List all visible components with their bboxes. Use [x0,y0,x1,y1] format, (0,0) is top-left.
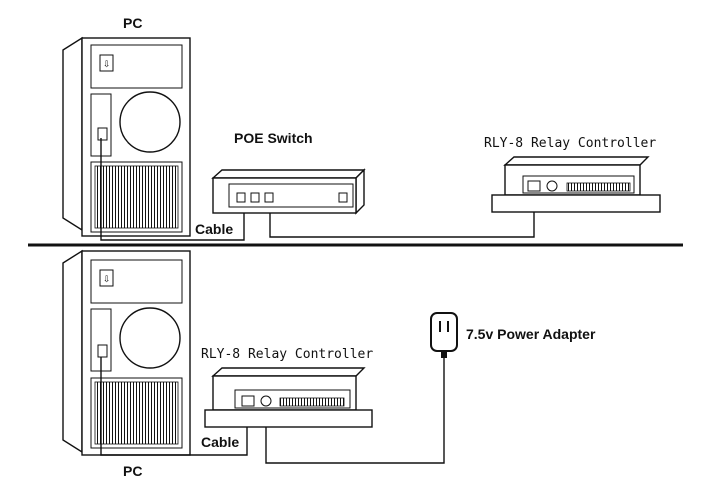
svg-text:⇩: ⇩ [103,275,111,285]
top-pc-label: PC [123,15,142,31]
top-pc-tower: ⇩ [62,36,191,237]
bottom-relay-controller [204,367,373,428]
top-cable-label: Cable [195,221,233,237]
bottom-cable-pc-to-relay [100,357,248,456]
bottom-cable-label: Cable [201,434,239,450]
power-adapter-icon [430,312,458,358]
top-pc-ethernet-port [97,127,108,141]
bottom-pc-label: PC [123,463,142,479]
bottom-pc-ethernet-port [97,344,108,358]
top-cable-switch-to-relay [269,212,535,238]
top-relay-controller [491,156,661,213]
svg-text:⇩: ⇩ [103,60,111,70]
poe-switch-label: POE Switch [234,130,313,146]
top-cable-pc-to-switch [100,138,245,241]
top-relay-label: RLY-8 Relay Controller [484,136,656,151]
power-adapter-label: 7.5v Power Adapter [466,326,596,342]
poe-switch [211,168,366,215]
bottom-cable-adapter-to-relay [265,358,445,464]
bottom-pc-tower: ⇩ [62,249,191,456]
bottom-relay-label: RLY-8 Relay Controller [201,347,373,362]
